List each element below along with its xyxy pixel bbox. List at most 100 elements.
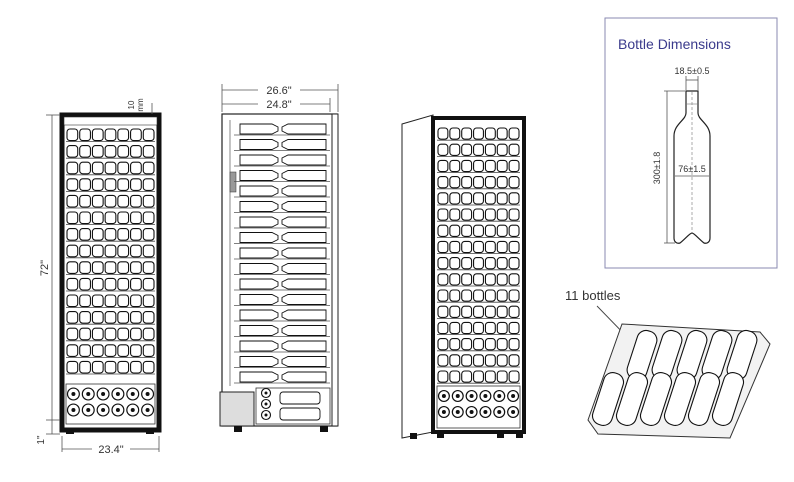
bottle-end xyxy=(142,161,155,175)
bottle-end xyxy=(91,344,104,357)
shelf-callout: 11 bottles xyxy=(565,288,771,439)
bottle-end xyxy=(473,208,484,221)
bottle-side xyxy=(281,216,327,228)
side-foot-rear xyxy=(234,426,242,432)
front-width-label: 23.4" xyxy=(98,444,123,456)
bottle-end xyxy=(142,228,155,241)
bottle-end xyxy=(461,289,473,302)
bottle-end xyxy=(104,145,117,158)
bottle-height-label: 300±1.8 xyxy=(652,152,662,184)
bottle-end xyxy=(496,305,508,318)
bottle-end xyxy=(130,360,142,374)
bottle-punt xyxy=(455,410,460,414)
bottle-end xyxy=(473,127,484,140)
bottle-punt xyxy=(71,392,76,396)
bottle-end xyxy=(66,145,79,158)
bottle-punt xyxy=(469,410,474,414)
bottle-end xyxy=(104,327,117,341)
bottle-end xyxy=(91,360,104,374)
bottle-punt xyxy=(264,413,268,417)
bottle-side xyxy=(239,185,279,197)
bottle-side xyxy=(239,325,279,336)
bottle-end xyxy=(437,127,449,140)
bottle-punt xyxy=(511,394,516,398)
shelf-bottle-front xyxy=(687,372,721,426)
bottle-end xyxy=(66,128,79,142)
bottle-end xyxy=(130,244,142,258)
bottle-punt xyxy=(86,408,91,412)
bottle-side xyxy=(239,340,279,352)
bottle-end xyxy=(142,145,155,158)
bottle-end xyxy=(142,344,155,357)
bottle-end xyxy=(66,211,79,225)
bottle-end xyxy=(508,159,520,173)
bottle-end xyxy=(461,240,473,254)
bottle-end xyxy=(66,244,79,258)
bottle-end xyxy=(91,311,104,324)
bottle-side xyxy=(281,263,327,274)
bottle-side xyxy=(281,294,327,305)
bottle-end xyxy=(449,321,461,335)
bottle-end xyxy=(473,224,484,237)
bottle-end xyxy=(484,143,496,156)
bottle-end xyxy=(449,240,461,254)
bottle-punt xyxy=(469,394,474,398)
front-height-label: 72" xyxy=(39,260,51,276)
bottle-end xyxy=(437,159,449,173)
bottle-end xyxy=(473,370,484,383)
bottle-end xyxy=(449,224,461,237)
bottle-punt xyxy=(115,392,120,396)
bottle-end xyxy=(142,261,155,274)
bottle-end xyxy=(104,294,117,308)
bottle-side xyxy=(281,340,327,352)
bottle-end xyxy=(508,240,520,254)
bottle-end xyxy=(473,305,484,318)
bottle-punt xyxy=(130,392,135,396)
bottle-end xyxy=(104,277,117,291)
bottle-end xyxy=(484,257,496,270)
bottle-end xyxy=(79,178,91,191)
shelf-bottles xyxy=(591,329,758,426)
side-view: 26.6" 24.8" xyxy=(219,84,339,432)
bottle-end xyxy=(461,354,473,367)
perspective-foot-3 xyxy=(497,433,504,438)
bottle-end xyxy=(79,194,91,208)
bottle-end xyxy=(66,161,79,175)
bottle-end xyxy=(437,176,449,189)
bottle-end xyxy=(508,208,520,221)
perspective-foot-2 xyxy=(437,433,444,438)
bottle-end xyxy=(130,145,142,158)
bottle-end xyxy=(117,360,130,374)
bottle-end xyxy=(117,211,130,225)
bottle-punt xyxy=(145,408,150,412)
bottle-punt xyxy=(130,408,135,412)
shelf-capacity-label: 11 bottles xyxy=(565,288,621,303)
bottle-end xyxy=(437,289,449,302)
bottle-end xyxy=(79,327,91,341)
bottle-side xyxy=(281,247,327,259)
bottle-end xyxy=(473,176,484,189)
bottle-side xyxy=(281,325,327,336)
bottle-end xyxy=(130,128,142,142)
bottle-punt xyxy=(101,392,106,396)
bottle-punt xyxy=(86,392,91,396)
bottle-end xyxy=(66,194,79,208)
bottle-punt xyxy=(101,408,106,412)
bottle-end xyxy=(142,311,155,324)
bottle-end xyxy=(142,360,155,374)
bottle-end xyxy=(117,327,130,341)
shelf-bottle-front xyxy=(711,372,745,426)
bottle-end xyxy=(496,208,508,221)
bottle-end xyxy=(91,194,104,208)
bottle-end xyxy=(104,360,117,374)
bottle-end xyxy=(496,159,508,173)
bottle-punt xyxy=(145,392,150,396)
perspective-foot-4 xyxy=(516,433,523,438)
bottle-side xyxy=(279,391,321,405)
bottle-end xyxy=(437,305,449,318)
bottle-end xyxy=(142,277,155,291)
bottle-end xyxy=(79,211,91,225)
bottle-end xyxy=(130,327,142,341)
bottle-end xyxy=(91,261,104,274)
bottle-end xyxy=(449,354,461,367)
